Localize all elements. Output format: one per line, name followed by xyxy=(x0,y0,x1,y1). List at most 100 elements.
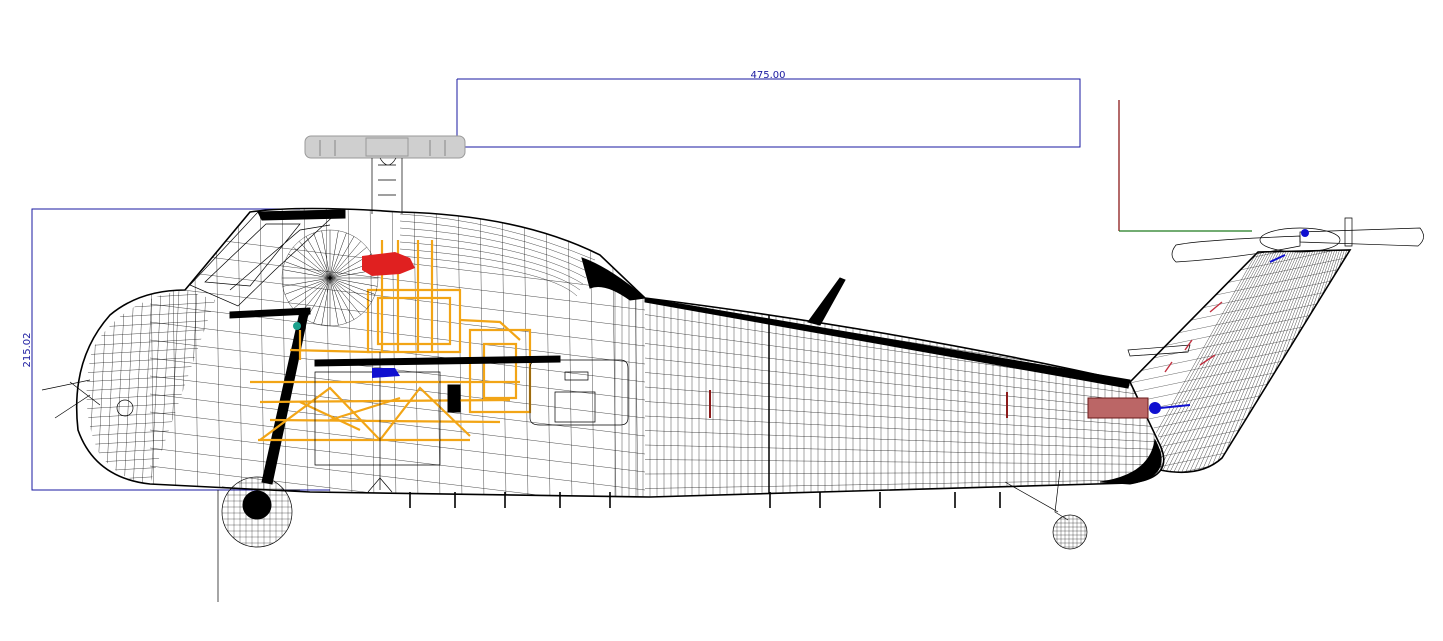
rotor-mast xyxy=(371,157,403,214)
pylon-mesh-cross xyxy=(1130,374,1350,426)
pylon-mesh-cross xyxy=(1130,324,1350,376)
fuselage-stringer xyxy=(149,375,646,437)
nose-mesh-horizontal xyxy=(86,355,215,365)
fan-spoke xyxy=(284,277,331,295)
rotor-span-dimension: 475.00 xyxy=(456,70,1081,148)
fan-spoke xyxy=(329,246,367,279)
fan-spoke xyxy=(298,241,331,279)
fan-spoke xyxy=(329,230,339,279)
main-wheel-hub xyxy=(242,490,272,520)
main-rotor-head xyxy=(304,135,466,214)
pylon-mesh-line xyxy=(1213,250,1309,473)
pylon-mesh-line xyxy=(1173,250,1285,473)
fan-spoke xyxy=(305,236,331,279)
internal-components xyxy=(281,229,629,493)
nose-mesh-vertical xyxy=(159,290,171,484)
nose-mesh-vertical xyxy=(204,290,215,484)
pylon-mesh-line xyxy=(1153,250,1273,473)
pylon-mesh-line xyxy=(1277,250,1347,473)
rotor-grip-lines xyxy=(319,140,446,156)
pylon-mesh-line xyxy=(1161,250,1278,473)
tail-boom-bottom-edge xyxy=(1099,438,1162,485)
fan-spoke xyxy=(329,277,339,326)
fan-spoke xyxy=(329,277,372,303)
pylon-mesh-cross xyxy=(1130,254,1350,306)
axis-gizmo xyxy=(1118,100,1252,232)
nose-mesh-vertical xyxy=(141,290,153,484)
tail-boom-stringer xyxy=(644,430,1161,450)
pylon-mesh-line xyxy=(1281,250,1350,473)
fan-spoke xyxy=(298,277,331,315)
fairing-arc xyxy=(399,241,584,285)
fuselage-rib xyxy=(413,208,419,497)
pylon-mesh-line xyxy=(1133,250,1261,473)
tail-blue-link xyxy=(1159,254,1286,409)
fan-spoke xyxy=(321,230,331,279)
tail-rotor-hub xyxy=(1259,227,1341,253)
tail-pylon-rods xyxy=(1164,301,1223,373)
fan-spoke xyxy=(329,241,362,279)
nose-mesh-horizontal xyxy=(86,454,215,464)
internal-rounded-frame xyxy=(529,359,629,426)
canopy-frame xyxy=(204,223,331,291)
mechanics-rods xyxy=(250,380,520,442)
mechanics-swash-linkage xyxy=(289,318,521,360)
pylon-mesh-line xyxy=(1165,250,1280,473)
tail-rotor-hub-marker xyxy=(1301,229,1309,237)
tail-boom-stringer xyxy=(644,479,1161,489)
fan-spoke xyxy=(284,261,331,279)
fan-spoke xyxy=(321,277,331,326)
tail-stabilizer xyxy=(1127,344,1191,357)
dorsal-antenna xyxy=(807,277,846,326)
tail-boom-stringer xyxy=(644,401,1161,435)
tail-boom-stringer xyxy=(644,328,1161,398)
belly-antenna-stubs xyxy=(409,492,1001,508)
battery-block xyxy=(447,384,461,413)
fairing-arc xyxy=(399,213,596,261)
nose-mesh-vertical xyxy=(177,290,189,484)
tail-gear-strut xyxy=(1004,469,1069,521)
pylon-mesh-cross xyxy=(1130,344,1350,396)
tail-rotor xyxy=(1171,217,1424,263)
pylon-mesh-line xyxy=(1189,250,1295,473)
fuselage-rib xyxy=(501,208,507,497)
fuselage-rib xyxy=(567,208,573,497)
tail-wheel xyxy=(1004,469,1088,550)
fan-spoke xyxy=(282,277,331,287)
tail-wheel-wireframe xyxy=(1053,515,1087,549)
mechanics-main-frame xyxy=(366,288,462,354)
fuselage-stringer xyxy=(149,429,646,491)
tail-boom-stringer xyxy=(644,471,1161,475)
fuselage-rib xyxy=(369,208,375,497)
pylon-mesh-line xyxy=(1201,250,1302,473)
pylon-mesh-line xyxy=(1233,250,1321,473)
height-dimension-label: 215.02 xyxy=(22,333,33,368)
pylon-mesh-line xyxy=(1257,250,1335,473)
fuselage xyxy=(41,207,1165,498)
pylon-mesh-line xyxy=(1177,250,1287,473)
pylon-mesh-line xyxy=(1249,250,1331,473)
fan-spoke xyxy=(329,277,367,310)
fairing-arc xyxy=(399,234,587,279)
pylon-mesh-line xyxy=(1169,250,1283,473)
pylon-mesh-line xyxy=(1269,250,1343,473)
nose-mesh-horizontal xyxy=(86,400,215,410)
nose-mesh-vertical xyxy=(123,290,135,484)
pylon-mesh-line xyxy=(1149,250,1271,473)
nose-mesh-vertical xyxy=(70,290,80,490)
tail-boom-stringer xyxy=(644,386,1161,428)
fuselage-rib xyxy=(193,208,199,497)
pylon-mesh-line xyxy=(1205,250,1304,473)
cyan-marker xyxy=(293,322,301,330)
nose-mesh-vertical xyxy=(168,290,180,484)
nose-mesh-horizontal xyxy=(86,382,215,392)
fairing-arc xyxy=(399,255,578,297)
nose-mesh-horizontal xyxy=(86,445,215,455)
nose-mesh-vertical xyxy=(186,290,198,484)
pylon-mesh-line xyxy=(1245,250,1328,473)
pylon-mesh-line xyxy=(1209,250,1307,473)
fan-spoke xyxy=(329,277,362,315)
nose-mesh-horizontal xyxy=(86,290,215,293)
tail-blue-marker xyxy=(1149,402,1161,414)
